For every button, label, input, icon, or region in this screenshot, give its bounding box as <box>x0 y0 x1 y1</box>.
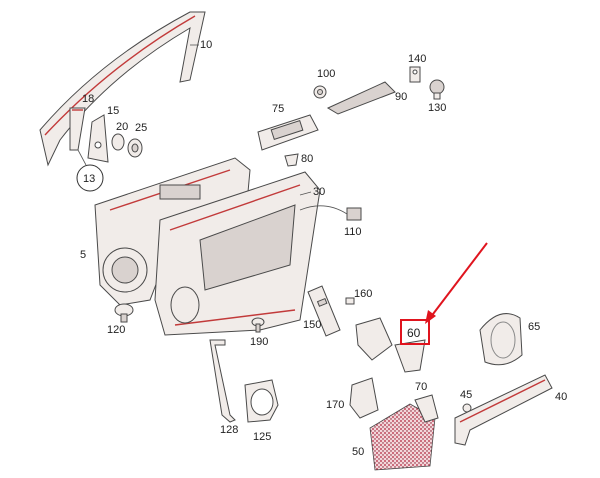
leader-13 <box>77 149 87 166</box>
callout-65: 65 <box>528 321 540 333</box>
callout-50: 50 <box>352 446 364 458</box>
callout-20: 20 <box>116 121 128 133</box>
callout-150: 150 <box>303 319 321 331</box>
callout-110: 110 <box>344 226 362 238</box>
clip-part-80[interactable] <box>284 153 299 167</box>
leader-30 <box>299 191 312 196</box>
connector-part-110[interactable] <box>299 205 362 221</box>
tweeter-part-20[interactable] <box>111 133 125 151</box>
callout-100: 100 <box>317 68 335 80</box>
callout-120: 120 <box>107 324 125 336</box>
handle-insert-part-75[interactable] <box>257 114 319 151</box>
clip-part-130[interactable] <box>429 79 445 100</box>
callout-13-circle <box>76 164 104 192</box>
callout-160: 160 <box>354 288 372 300</box>
speaker-cover-part-65[interactable] <box>479 313 523 366</box>
callout-125: 125 <box>253 431 271 443</box>
callout-18: 18 <box>82 93 94 105</box>
callout-130: 130 <box>428 102 446 114</box>
callout-30: 30 <box>313 186 325 198</box>
screw-part-190[interactable] <box>251 317 265 333</box>
callout-60: 60 <box>407 326 421 340</box>
callout-90: 90 <box>395 91 407 103</box>
clip-part-120[interactable] <box>114 303 134 323</box>
callout-13: 13 <box>83 173 95 185</box>
callout-15: 15 <box>107 105 119 117</box>
highlight-arrow-line <box>429 242 488 319</box>
clip-part-160[interactable] <box>345 297 355 305</box>
tweeter-grille-part-25[interactable] <box>127 138 143 158</box>
trim-strip-part-90[interactable] <box>326 81 396 115</box>
foam-pad-part-50[interactable] <box>369 403 436 471</box>
part-60-bracket[interactable] <box>355 317 426 373</box>
highlight-box <box>400 319 430 345</box>
grommet-part-100[interactable] <box>313 85 327 99</box>
callout-80: 80 <box>301 153 313 165</box>
triangle-trim-part-15[interactable] <box>87 114 109 163</box>
mirror-cover-part-18[interactable] <box>69 107 86 151</box>
cover-part-170[interactable] <box>349 377 379 419</box>
door-trim-panel[interactable] <box>154 171 321 336</box>
switch-part-70[interactable] <box>414 394 439 423</box>
rod-part-128[interactable] <box>209 339 236 423</box>
armrest-handle-part-40[interactable] <box>454 374 553 446</box>
callout-190: 190 <box>250 336 268 348</box>
speaker-gasket-part-125[interactable] <box>244 379 279 423</box>
callout-140: 140 <box>408 53 426 65</box>
switch-unit-part-150[interactable] <box>307 285 341 337</box>
callout-40: 40 <box>555 391 567 403</box>
callout-10: 10 <box>200 39 212 51</box>
callout-128: 128 <box>220 424 238 436</box>
bracket-part-140[interactable] <box>409 66 421 83</box>
callout-75: 75 <box>272 103 284 115</box>
window-frame-trim-part[interactable] <box>39 11 206 167</box>
callout-70: 70 <box>415 381 427 393</box>
callout-5: 5 <box>80 249 86 261</box>
callout-45: 45 <box>460 389 472 401</box>
callout-25: 25 <box>135 122 147 134</box>
callout-170: 170 <box>326 399 344 411</box>
